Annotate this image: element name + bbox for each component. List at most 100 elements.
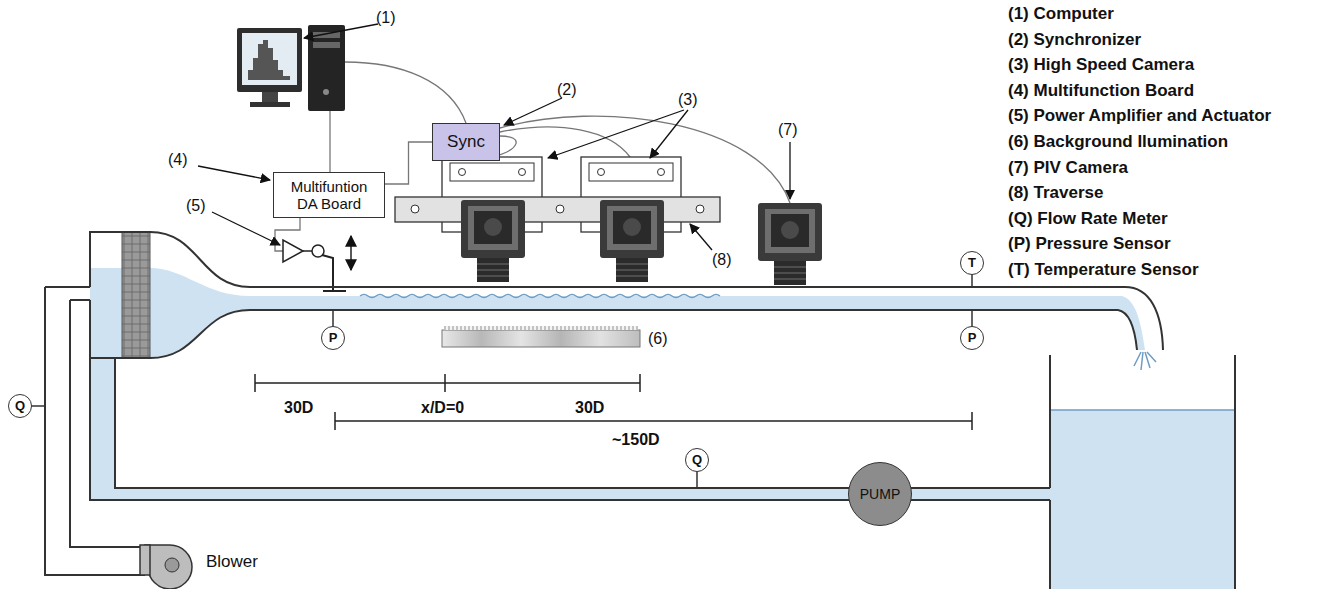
legend-entry: (1) Computer: [1008, 4, 1114, 24]
flow-loop: [115, 358, 1050, 488]
legend-entry: (8) Traverse: [1008, 183, 1103, 203]
water: [1050, 409, 1235, 411]
pressure-sensor: P: [960, 326, 984, 350]
flow-rate-meter: Q: [685, 448, 709, 472]
sensor-stem: [31, 274, 972, 488]
leader-arrow: [198, 166, 270, 180]
node-text: T: [968, 256, 976, 271]
leader-arrow: [198, 24, 790, 250]
flow-loop: [90, 232, 150, 358]
computer: [308, 25, 345, 111]
flow-loop: [150, 310, 1137, 358]
water: [90, 268, 1235, 589]
node-text: Multifuntion DA Board: [279, 178, 379, 213]
leader-arrow: [789, 142, 790, 199]
flow-loop: [45, 287, 90, 300]
part-label: Blower: [206, 552, 258, 572]
blower: [145, 545, 192, 589]
legend-entry: (T) Temperature Sensor: [1008, 260, 1199, 280]
computer: [313, 42, 340, 48]
actuator: [283, 236, 351, 291]
flow-loop: [45, 232, 1235, 589]
blower: [140, 545, 150, 575]
camera: [461, 200, 822, 285]
callout-number: (3): [678, 90, 698, 109]
callout-number: (2): [557, 80, 577, 99]
water: [1050, 410, 1235, 589]
legend-entry: (5) Power Amplifier and Actuator: [1008, 106, 1271, 126]
callout-number: (8): [712, 250, 732, 269]
leader-arrow: [650, 110, 688, 158]
camera: [461, 200, 525, 282]
leader-arrow: [304, 24, 378, 38]
traverse: [556, 205, 564, 213]
background-illumination: [442, 326, 640, 347]
legend-entry: (2) Synchronizer: [1008, 30, 1141, 50]
actuator: [322, 255, 346, 291]
callout-number: (4): [168, 150, 188, 169]
leader-arrow: [212, 212, 280, 245]
callout-number: (7): [778, 120, 798, 139]
actuator: [350, 236, 352, 270]
node-text: P: [968, 331, 977, 346]
traverse: [395, 157, 720, 232]
computer: [248, 40, 290, 80]
legend-entry: (4) Multifunction Board: [1008, 81, 1194, 101]
camera: [600, 200, 664, 282]
dimension-label: 30D: [575, 398, 604, 417]
camera: [758, 203, 822, 285]
leader-arrow: [504, 98, 562, 125]
node-text: Q: [692, 453, 702, 468]
temperature-sensor: T: [960, 251, 984, 275]
flow-loop: [90, 300, 1050, 500]
water: [90, 268, 1145, 500]
traverse: [395, 197, 720, 222]
callout-number: (1): [376, 8, 396, 27]
actuator: [283, 240, 303, 262]
wave: [360, 295, 720, 298]
node-text: PUMP: [860, 486, 900, 502]
signal-connector: [385, 142, 432, 184]
dimension-line: [255, 374, 972, 430]
water: [1134, 352, 1156, 370]
callout-number: (6): [648, 329, 668, 348]
blower: [140, 545, 192, 589]
traverse: [411, 205, 419, 213]
actuator: [303, 250, 312, 252]
wave: [360, 295, 720, 298]
sensor-stem: [31, 274, 972, 488]
dimension-label: x/D=0: [421, 398, 464, 417]
node-text: Q: [15, 399, 25, 414]
pressure-sensor: P: [321, 326, 345, 350]
flow-loop: [45, 287, 145, 575]
leader-arrow: [548, 110, 684, 158]
computer: [323, 89, 329, 95]
sync-box: Sync: [432, 123, 500, 161]
signal-wire: [345, 62, 466, 123]
blower: [165, 558, 179, 572]
computer: [237, 28, 302, 92]
legend-entry: (P) Pressure Sensor: [1008, 234, 1171, 254]
signal-wire: [275, 62, 790, 251]
dimension-label: 30D: [284, 398, 313, 417]
background-illumination: [442, 330, 640, 347]
legend-entry: (6) Background Ilumination: [1008, 132, 1228, 152]
computer: [262, 92, 278, 102]
node-text: Sync: [447, 132, 485, 152]
pump: PUMP: [848, 462, 912, 526]
computer: [250, 102, 290, 107]
callout-number: (5): [186, 196, 206, 215]
dimension-line: [255, 374, 640, 392]
traverse: [696, 205, 704, 213]
da-board-box: Multifuntion DA Board: [273, 172, 385, 218]
computer: [242, 33, 297, 85]
node-text: P: [329, 331, 338, 346]
flow-rate-meter: Q: [8, 394, 32, 418]
legend-entry: (Q) Flow Rate Meter: [1008, 209, 1168, 229]
signal-wire: [329, 111, 330, 172]
flow-loop: [1050, 355, 1235, 589]
computer: [237, 25, 345, 111]
background-illumination: [444, 326, 638, 330]
flow-loop: [90, 232, 1163, 350]
